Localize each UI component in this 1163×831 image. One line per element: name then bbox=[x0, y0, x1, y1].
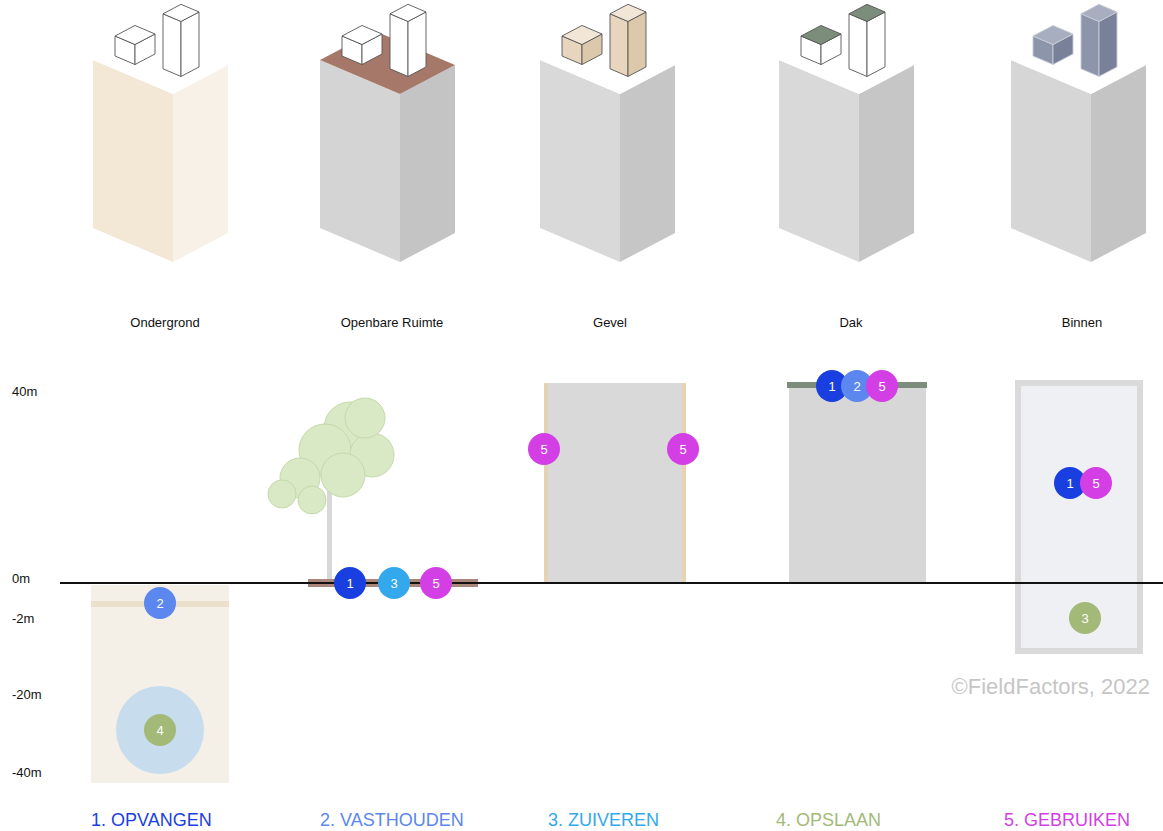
facade-cladding bbox=[682, 383, 686, 583]
prism-face bbox=[320, 31, 455, 94]
watermark: ©FieldFactors, 2022 bbox=[952, 676, 1150, 698]
callout-number: 5 bbox=[540, 443, 547, 456]
callout-circle: 5 bbox=[420, 567, 452, 599]
prism-face bbox=[1081, 4, 1117, 21]
callout-number: 3 bbox=[390, 577, 397, 590]
prism-face bbox=[1011, 31, 1146, 94]
building-icon bbox=[1011, 4, 1146, 262]
prism-face bbox=[867, 12, 885, 76]
building-icon bbox=[320, 4, 455, 262]
prism-face bbox=[1091, 65, 1146, 262]
callout-number: 2 bbox=[156, 597, 163, 610]
callout-number: 1 bbox=[346, 577, 353, 590]
callout-circle: 5 bbox=[528, 433, 560, 465]
prism-face bbox=[1099, 12, 1117, 76]
prism-face bbox=[859, 65, 914, 262]
section-drawing bbox=[60, 382, 1163, 783]
axis-label: -40m bbox=[12, 766, 42, 779]
step-label: 2. VASTHOUDEN bbox=[320, 811, 464, 829]
prism-face bbox=[610, 14, 628, 77]
prism-face bbox=[163, 4, 199, 21]
zone-name: Dak bbox=[839, 316, 862, 329]
callout-number: 3 bbox=[1081, 612, 1088, 625]
step-label: 1. OPVANGEN bbox=[91, 811, 212, 829]
prism-face bbox=[1033, 25, 1073, 44]
prism-face bbox=[849, 4, 885, 21]
prism-face bbox=[320, 60, 400, 262]
step-label: 4. OPSLAAN bbox=[776, 811, 881, 829]
prism-face bbox=[173, 65, 228, 262]
callout-number: 2 bbox=[853, 380, 860, 393]
callout-number: 5 bbox=[878, 380, 885, 393]
callout-circle: 5 bbox=[667, 433, 699, 465]
prism-face bbox=[540, 31, 675, 94]
callout-number: 4 bbox=[156, 724, 163, 737]
callout-circle: 5 bbox=[1080, 467, 1112, 499]
callout-circle: 5 bbox=[866, 370, 898, 402]
tree bbox=[268, 398, 394, 583]
step-label: 5. GEBRUIKEN bbox=[1004, 811, 1130, 829]
prism-face bbox=[342, 25, 382, 44]
callout-circle: 1 bbox=[334, 567, 366, 599]
callout-number: 1 bbox=[828, 380, 835, 393]
callout-number: 5 bbox=[1092, 477, 1099, 490]
ground-line bbox=[60, 582, 1163, 584]
axis-label: 0m bbox=[12, 572, 30, 585]
building-icon bbox=[779, 4, 914, 262]
callout-number: 5 bbox=[679, 443, 686, 456]
prism-face bbox=[181, 12, 199, 76]
building-icon bbox=[540, 4, 675, 262]
axis-label: -20m bbox=[12, 688, 42, 701]
zone-name: Ondergrond bbox=[130, 316, 199, 329]
callout-circle: 2 bbox=[144, 587, 176, 619]
axis-label: -2m bbox=[12, 612, 34, 625]
callout-circle: 4 bbox=[144, 714, 176, 746]
prism-face bbox=[163, 14, 181, 77]
prism-face bbox=[779, 31, 914, 94]
prism-face bbox=[400, 65, 455, 262]
callout-number: 1 bbox=[1066, 477, 1073, 490]
interior-building bbox=[1018, 383, 1140, 651]
soil-block bbox=[91, 585, 229, 783]
callout-circle: 3 bbox=[1069, 602, 1101, 634]
prism-face bbox=[390, 4, 426, 21]
prism-face bbox=[801, 25, 841, 44]
prism-face bbox=[390, 14, 408, 77]
prism-face bbox=[93, 31, 228, 94]
prism-face bbox=[115, 25, 155, 44]
prism-face bbox=[620, 65, 675, 262]
callout-circle: 3 bbox=[378, 567, 410, 599]
facade-building bbox=[544, 383, 686, 583]
prism-face bbox=[1081, 14, 1099, 77]
prism-face bbox=[779, 60, 859, 262]
roof-building bbox=[789, 386, 926, 583]
zone-name: Binnen bbox=[1062, 316, 1102, 329]
prism-face bbox=[1011, 60, 1091, 262]
step-label: 3. ZUIVEREN bbox=[548, 811, 659, 829]
axis-label: 40m bbox=[12, 385, 37, 398]
prism-face bbox=[849, 14, 867, 77]
prism-face bbox=[628, 12, 646, 76]
prism-face bbox=[93, 60, 173, 262]
prism-face bbox=[610, 4, 646, 21]
zone-name: Openbare Ruimte bbox=[341, 316, 444, 329]
aquifer-halo bbox=[116, 686, 204, 774]
prism-face bbox=[540, 60, 620, 262]
callout-number: 5 bbox=[432, 577, 439, 590]
building-icon bbox=[93, 4, 228, 262]
prism-face bbox=[408, 12, 426, 76]
prism-face bbox=[562, 25, 602, 44]
zone-name: Gevel bbox=[593, 316, 627, 329]
facade-cladding bbox=[544, 383, 548, 583]
